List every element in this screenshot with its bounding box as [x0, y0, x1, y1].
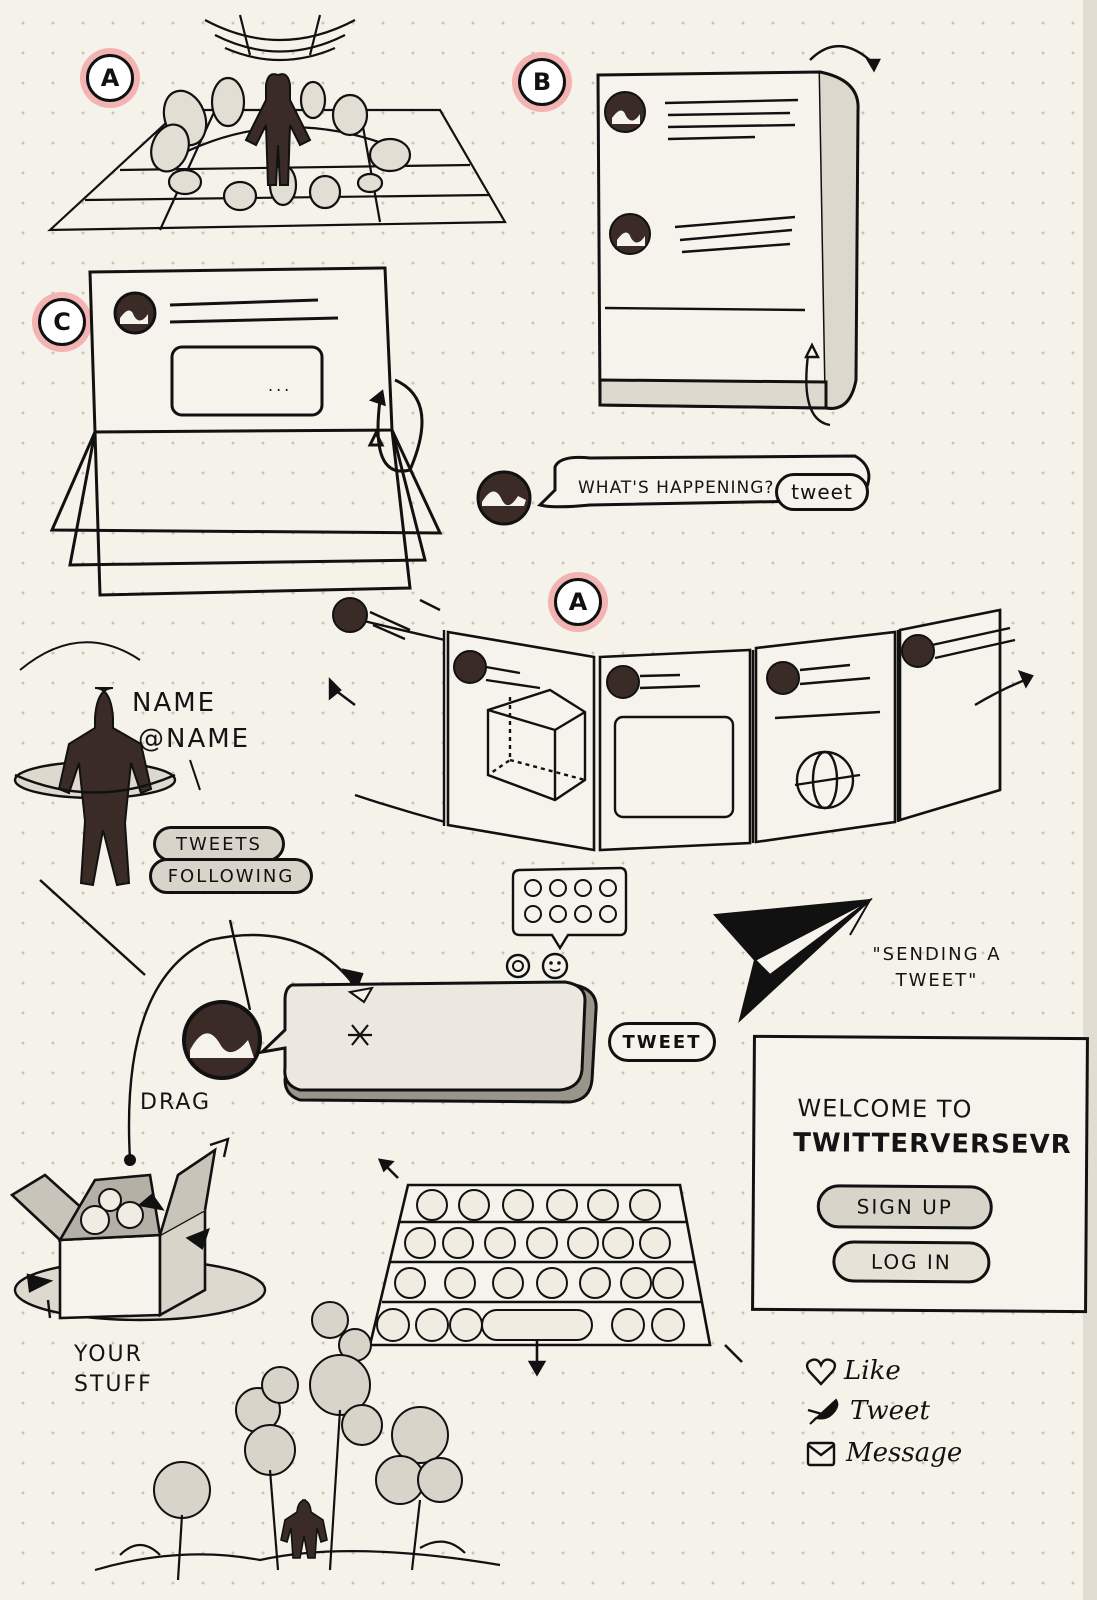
sketch-a-floor-scene [47, 14, 507, 232]
feather-icon [807, 1398, 839, 1425]
your-stuff-box [9, 1137, 267, 1322]
composer-assembly [39, 866, 628, 1166]
card-ellipsis: ... [268, 376, 293, 395]
action-like-label: Like [844, 1356, 901, 1386]
virtual-keyboard [368, 1158, 743, 1377]
sketch-label-a: A [86, 54, 134, 102]
welcome-dialog: WELCOME TO TWITTERVERSEVR SIGN UP LOG IN [751, 1034, 1089, 1314]
profile-tab-following[interactable]: FOLLOWING [149, 858, 313, 894]
sketch-b-feed-panel [596, 45, 881, 427]
log-in-button[interactable]: LOG IN [832, 1240, 991, 1284]
paper-airplane-icon [712, 897, 873, 1024]
envelope-icon [806, 1441, 836, 1467]
heart-icon [805, 1358, 837, 1386]
sign-up-button[interactable]: SIGN UP [816, 1184, 993, 1230]
sending-caption: "SENDING A TWEET" [872, 944, 1002, 991]
welcome-title-line1: WELCOME TO [797, 1094, 973, 1124]
drag-label: DRAG [140, 1090, 212, 1115]
welcome-title-line2: TWITTERVERSEVR [793, 1128, 1072, 1161]
composer-tweet-button[interactable]: TWEET [608, 1022, 716, 1062]
profile-figure [13, 641, 201, 887]
profile-name: NAME [132, 688, 217, 718]
sketch-c-card [49, 266, 443, 597]
sketch-label-b: B [518, 58, 566, 106]
action-tweet-label: Tweet [850, 1396, 930, 1426]
action-message-label: Message [846, 1438, 963, 1468]
compose-prompt: WHAT'S HAPPENING? [578, 478, 775, 498]
panorama-carousel [328, 597, 1034, 852]
sketch-label-a2: A [554, 578, 602, 626]
sketch-label-c: C [38, 298, 86, 346]
forest-scene [94, 1301, 501, 1581]
profile-handle: @NAME [138, 724, 251, 754]
compose-tweet-button[interactable]: tweet [775, 473, 869, 511]
your-stuff-label: YOUR STUFF [74, 1342, 153, 1397]
compose-avatar [476, 470, 532, 526]
